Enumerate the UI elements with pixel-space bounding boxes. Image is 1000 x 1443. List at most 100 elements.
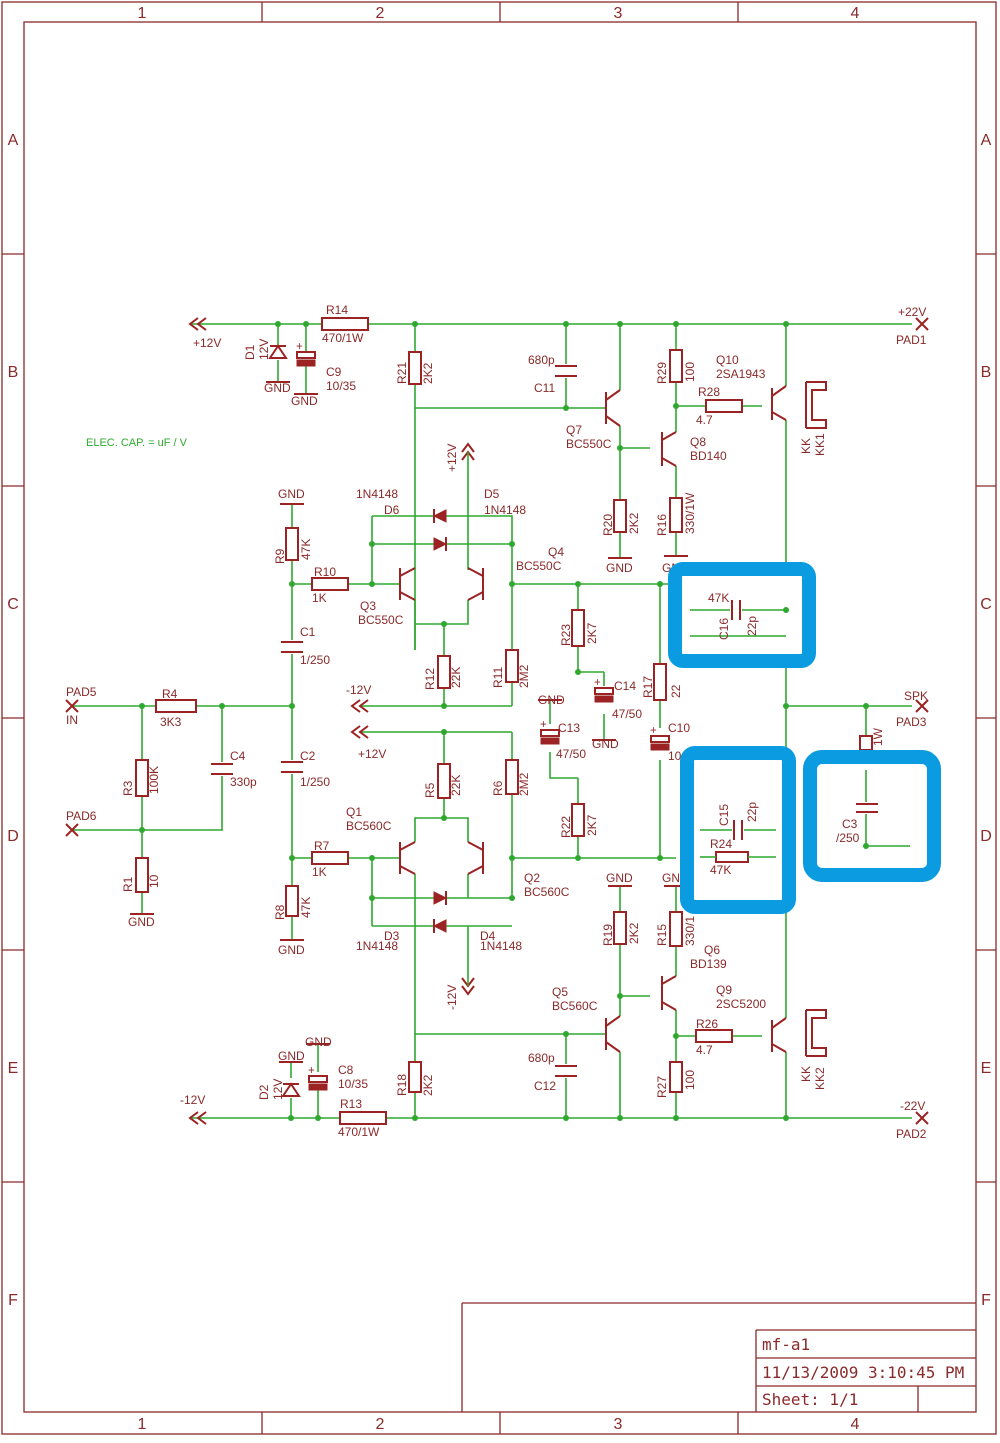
val-q1: BC560C [346, 819, 392, 833]
label-pad1: PAD1 [896, 333, 927, 347]
val-c8: 10/35 [338, 1077, 368, 1091]
resistor-r11 [505, 649, 519, 683]
svg-text:+: + [594, 677, 601, 689]
ref-r18: R18 [395, 1074, 409, 1096]
val-r18: 2K2 [421, 1074, 435, 1096]
label-p12-left: +12V [193, 336, 221, 350]
diode-symbols [268, 344, 448, 1097]
gnd-label-d1: GND [264, 381, 291, 395]
val-d4: 1N4148 [480, 939, 522, 953]
val-q10: 2SA1943 [716, 367, 766, 381]
ref-r10: R10 [314, 565, 336, 579]
val-r12: 22K [449, 667, 463, 688]
val-r4: 3K3 [160, 715, 182, 729]
highlight-box-c16: 47K C16 22p [668, 562, 816, 668]
svg-text:+: + [308, 1065, 315, 1077]
ref-r14: R14 [326, 303, 348, 317]
ref-c9: C9 [326, 365, 342, 379]
col-label-4: 4 [851, 5, 860, 22]
val-d6: 1N4148 [356, 487, 398, 501]
capacitor-c4 [211, 763, 233, 775]
val-r1: 10 [147, 874, 161, 888]
resistor-r15 [669, 911, 683, 947]
capacitor-c2 [281, 761, 303, 773]
resistor-r7 [311, 851, 349, 865]
label-p12-arrow: +12V [445, 444, 459, 472]
val-q2: BC560C [524, 885, 570, 899]
zener-d1 [268, 344, 288, 359]
ref-r5: R5 [423, 782, 437, 798]
ref-r23: R23 [559, 624, 573, 646]
title-block-date: 11/13/2009 3:10:45 PM [762, 1363, 964, 1382]
val-r23: 2K7 [585, 622, 599, 644]
val-r22: 2K7 [585, 814, 599, 836]
label-m12-mid: -12V [346, 683, 371, 697]
transistor-q8 [661, 431, 677, 467]
ref-r7: R7 [314, 839, 330, 853]
gnd-label-r19: GND [606, 871, 633, 885]
resistor-r3 [135, 759, 149, 797]
resistor-r16 [669, 497, 683, 533]
ref-d2: D2 [257, 1084, 271, 1100]
val-c12: 680p [528, 1051, 555, 1065]
resistor-r23 [571, 609, 585, 647]
val-q9: 2SC5200 [716, 997, 766, 1011]
ref-c13: C13 [558, 721, 580, 735]
ref-r8: R8 [273, 904, 287, 920]
title-block-sheet: Sheet: 1/1 [762, 1390, 858, 1409]
label-p22: +22V [898, 305, 926, 319]
resistor-symbols [135, 317, 873, 1125]
val-c10: 10 [668, 749, 682, 763]
ref-r26: R26 [696, 1017, 718, 1031]
gnd-label-r1: GND [128, 915, 155, 929]
val-d3: 1N4148 [356, 939, 398, 953]
label-pad2: PAD2 [896, 1127, 927, 1141]
resistor-r4 [155, 699, 197, 713]
val-r25: 47K [708, 591, 729, 605]
transistor-q1 [399, 841, 416, 875]
ref-q10: Q10 [716, 353, 739, 367]
resistor-r19 [613, 911, 627, 945]
val-r29: 100 [683, 362, 697, 382]
ref-r27: R27 [655, 1076, 669, 1098]
resistor-r14 [321, 317, 369, 331]
ref-q5: Q5 [552, 985, 568, 999]
val-c3: /250 [836, 831, 860, 845]
supply-labels: +12V -12V +22V PAD1 -22V PAD2 SPK PAD3 P… [66, 305, 928, 1141]
val-d1: 12V [257, 339, 271, 360]
ref-c4: C4 [230, 749, 246, 763]
val-r10: 1K [312, 591, 327, 605]
transistor-q6 [661, 975, 677, 1011]
ref-c11: C11 [534, 381, 555, 395]
val-r16: 330/1W [683, 492, 697, 534]
ref-d6: D6 [384, 503, 400, 517]
val-r7: 1K [312, 865, 327, 879]
col-label-2-bottom: 2 [376, 1416, 385, 1433]
capacitor-c9: + [296, 341, 316, 367]
val-r17: 22 [669, 684, 683, 698]
label-spk: SPK [904, 689, 928, 703]
ref-q2: Q2 [524, 871, 540, 885]
resistor-r29 [669, 349, 683, 383]
label-m12-left: -12V [180, 1093, 205, 1107]
capacitor-c8: + [308, 1065, 328, 1091]
ref-c2: C2 [300, 749, 316, 763]
component-labels: R14 470/1W R13 470/1W D1 12V D2 12V C9 1… [121, 303, 827, 1139]
label-m12-arrow: -12V [445, 985, 459, 1010]
row-label-e: E [8, 1060, 19, 1077]
ref-c16: C16 [717, 618, 731, 640]
gnd-label-c9: GND [291, 394, 318, 408]
ref-r16: R16 [655, 514, 669, 536]
label-m22: -22V [900, 1099, 925, 1113]
capacitor-c12 [555, 1065, 577, 1077]
ref-c14: C14 [614, 679, 636, 693]
resistor-r21 [408, 351, 422, 385]
resistor-r27 [669, 1061, 683, 1093]
title-block: mf-a1 11/13/2009 3:10:45 PM Sheet: 1/1 [461, 1302, 976, 1412]
ref-d1: D1 [243, 344, 257, 360]
resistor-r5 [437, 763, 451, 799]
ref-r9: R9 [273, 548, 287, 564]
gnd-label-c14: GND [592, 737, 619, 751]
ref-r17: R17 [641, 676, 655, 698]
